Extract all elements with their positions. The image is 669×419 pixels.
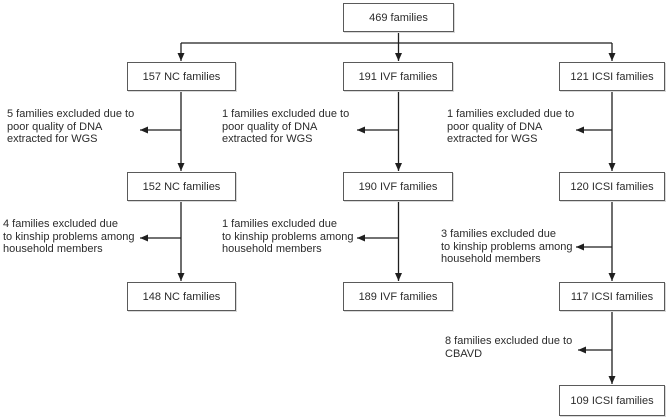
icsi-stage4-box: 109 ICSI families	[559, 385, 665, 416]
icsi-stage2-box: 120 ICSI families	[559, 172, 665, 201]
nc-stage1-box: 157 NC families	[127, 62, 236, 91]
icsi-stage3-box: 117 ICSI families	[559, 282, 665, 311]
icsi-stage1-box: 121 ICSI families	[559, 62, 665, 91]
ivf-stage1-box: 191 IVF families	[343, 62, 453, 91]
nc-stage2-box: 152 NC families	[127, 172, 236, 201]
nc-wgs-exclusion-text: 5 families excluded due to poor quality …	[7, 108, 135, 145]
icsi-wgs-exclusion-text: 1 families excluded due to poor quality …	[447, 108, 575, 145]
ivf-wgs-exclusion-text: 1 families excluded due to poor quality …	[222, 108, 350, 145]
ivf-stage3-box: 189 IVF families	[343, 282, 453, 311]
ivf-stage2-box: 190 IVF families	[343, 172, 453, 201]
ivf-kinship-exclusion-text: 1 families excluded due to kinship probl…	[222, 218, 354, 255]
icsi-kinship-exclusion-text: 3 families excluded due to kinship probl…	[441, 228, 573, 265]
nc-stage3-box: 148 NC families	[127, 282, 236, 311]
nc-kinship-exclusion-text: 4 families excluded due to kinship probl…	[3, 218, 135, 255]
root-families-box: 469 families	[343, 3, 454, 32]
icsi-cbavd-exclusion-text: 8 families excluded due to CBAVD	[445, 335, 573, 360]
